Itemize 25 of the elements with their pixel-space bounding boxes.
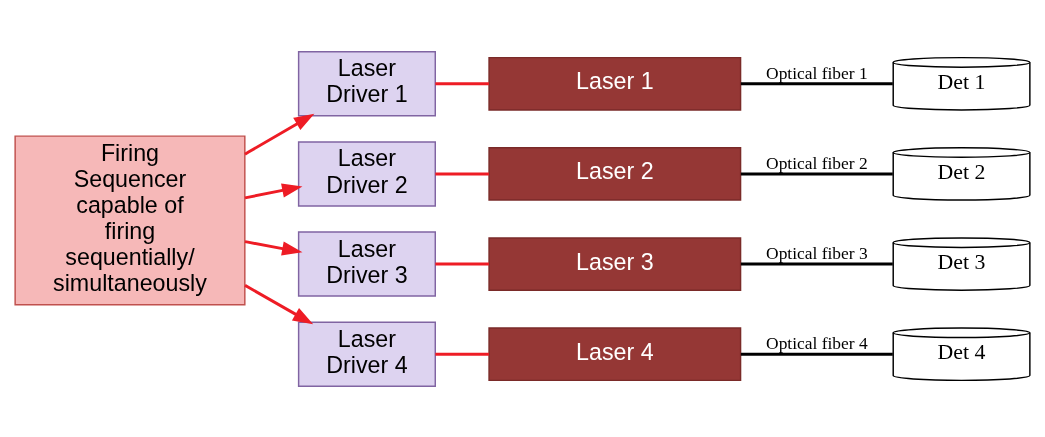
- connector: [740, 81, 893, 85]
- connector: [435, 81, 490, 85]
- arrow: [244, 113, 315, 155]
- node-box: Laser 3: [488, 236, 742, 291]
- node-box: Laser Driver 4: [297, 321, 436, 387]
- node-box: Laser 2: [488, 146, 742, 201]
- arrow: [244, 239, 303, 256]
- edge-label: Optical fiber 1: [766, 62, 868, 83]
- arrow: [244, 283, 314, 324]
- edge-label: Optical fiber 2: [766, 152, 868, 173]
- node-box: Laser 1: [488, 56, 742, 111]
- node-box: Laser Driver 2: [297, 140, 436, 207]
- connector: [435, 352, 490, 356]
- node-box: Firing Sequencer capable of firing sequentially/ simultaneously: [14, 134, 246, 305]
- connector: [435, 262, 490, 266]
- connector: [740, 262, 893, 266]
- arrow: [244, 182, 303, 199]
- connector: [435, 171, 490, 175]
- edge-label: Optical fiber 4: [766, 332, 868, 353]
- node-box: Laser 4: [488, 326, 742, 381]
- node-box: Laser Driver 3: [297, 230, 436, 297]
- connector: [740, 171, 893, 175]
- connector: [740, 352, 893, 356]
- node-box: Laser Driver 1: [297, 50, 436, 116]
- edge-label: Optical fiber 3: [766, 242, 868, 263]
